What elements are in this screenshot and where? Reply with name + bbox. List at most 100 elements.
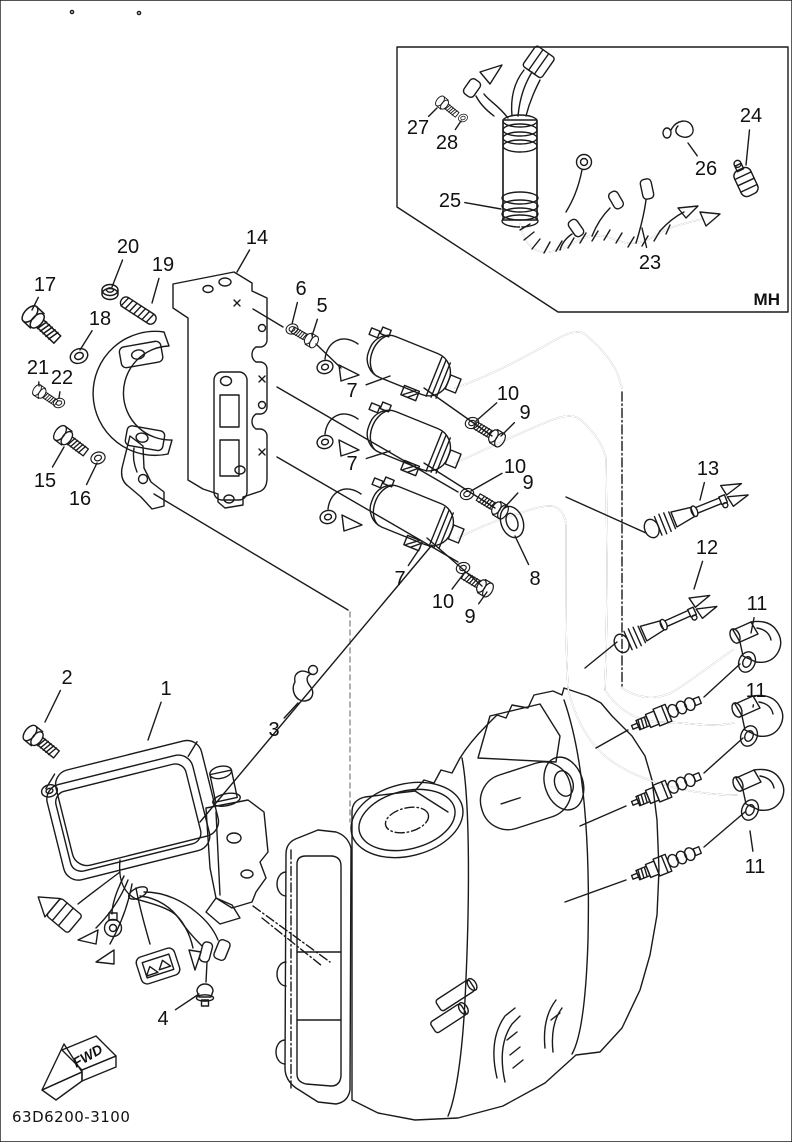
spark-plug (628, 690, 705, 737)
clip-26 (662, 120, 694, 139)
ring-terminal (565, 153, 593, 213)
leader-line-16 (85, 462, 98, 486)
callout-4: 4 (157, 1008, 168, 1030)
terminal-cap (198, 941, 214, 963)
bolt-9 (470, 417, 509, 450)
callout-24: 24 (740, 105, 762, 127)
callout-20: 20 (117, 236, 139, 258)
engine-block (275, 687, 660, 1121)
bracket-14 (92, 271, 268, 510)
callout-11: 11 (746, 680, 767, 702)
screw-4 (195, 983, 215, 1007)
spark-plug-section (564, 476, 785, 903)
boot-24 (733, 159, 759, 198)
lower-channels (493, 999, 563, 1083)
callout-11: 11 (747, 593, 768, 615)
leader-line-6 (291, 301, 299, 325)
callout-26: 26 (695, 158, 717, 180)
callout-21: 21 (27, 357, 49, 379)
plug-cap-11 (730, 768, 785, 824)
scan-dots (69, 9, 142, 16)
leader-line-20 (111, 259, 124, 288)
ring-terminal (103, 912, 123, 938)
connector-holder (135, 947, 181, 985)
callout-22: 22 (51, 367, 73, 389)
leader-line-12 (693, 560, 704, 590)
leader-line-23 (641, 227, 648, 249)
starter-boss (477, 703, 585, 831)
main-connector (37, 896, 82, 933)
mount-studs (430, 977, 478, 1034)
callout-18: 18 (89, 308, 111, 330)
plug-wires (454, 331, 738, 796)
bracket-arm (120, 435, 165, 510)
callout-14: 14 (246, 227, 268, 249)
leader-line-2 (44, 689, 62, 723)
bolt-5 (289, 323, 321, 350)
leader-line-22 (58, 391, 61, 399)
leader-line-27 (427, 107, 438, 118)
assembly-lines (153, 308, 496, 967)
lighting-coil-25 (462, 45, 593, 228)
leader-line-18 (79, 330, 93, 351)
bolt-15 (50, 422, 92, 460)
ignition-coil-7 (314, 397, 469, 490)
callout-19: 19 (152, 254, 174, 276)
leader-line-9 (477, 591, 488, 605)
callout-17: 17 (34, 274, 56, 296)
bolt-27 (433, 93, 462, 120)
callout-5: 5 (316, 295, 327, 317)
inset-box: MH (396, 45, 789, 313)
inset-variant-label: MH (754, 290, 780, 309)
intake-opening (350, 781, 464, 859)
bullet-terminal-icon (462, 64, 503, 117)
engine-side-cover (275, 829, 352, 1105)
plug-cap-11 (729, 694, 784, 750)
washer-10 (454, 560, 472, 576)
leader-line-5 (311, 318, 319, 337)
leader-line-15 (51, 446, 65, 468)
callout-11: 11 (745, 856, 766, 878)
grommet-8 (499, 505, 525, 539)
leader-line-7 (365, 450, 391, 460)
coil-clamp (92, 330, 173, 457)
callout-12: 12 (696, 537, 718, 559)
nut-20 (101, 283, 119, 301)
callout-7: 7 (346, 380, 357, 402)
callout-9: 9 (464, 606, 475, 628)
leader-line-9 (503, 492, 519, 509)
callout-10: 10 (497, 383, 519, 405)
leader-line-1 (147, 701, 162, 741)
leader-line-13 (699, 481, 706, 501)
fwd-arrow: FWD (41, 1035, 117, 1101)
leader-line-17 (31, 296, 39, 311)
leader-line-7 (407, 547, 421, 567)
terminal-cap (213, 938, 231, 962)
leader-line-4 (174, 993, 200, 1011)
callout-15: 15 (34, 470, 56, 492)
callout-25: 25 (439, 190, 461, 212)
leader-line-19 (151, 277, 160, 304)
callout-16: 16 (69, 488, 91, 510)
bolt-17 (18, 302, 65, 348)
plug-lead-13 (639, 476, 751, 542)
callout-28: 28 (436, 132, 458, 154)
leader-line-28 (454, 120, 462, 131)
plug-lead-12 (608, 588, 720, 657)
washer-16 (88, 449, 108, 467)
leader-line-14 (236, 249, 251, 273)
callout-7: 7 (346, 453, 357, 475)
spark-plug (628, 840, 705, 887)
leader-line-26 (687, 142, 698, 157)
leader-line-10 (470, 472, 503, 492)
callout-9: 9 (519, 402, 530, 424)
bolt-2 (19, 722, 63, 763)
drawing-code: 63D6200-3100 (12, 1108, 130, 1126)
callout-3: 3 (268, 719, 279, 741)
bolt-9 (473, 489, 512, 522)
callout-6: 6 (295, 278, 306, 300)
leader-line-9 (500, 421, 516, 437)
